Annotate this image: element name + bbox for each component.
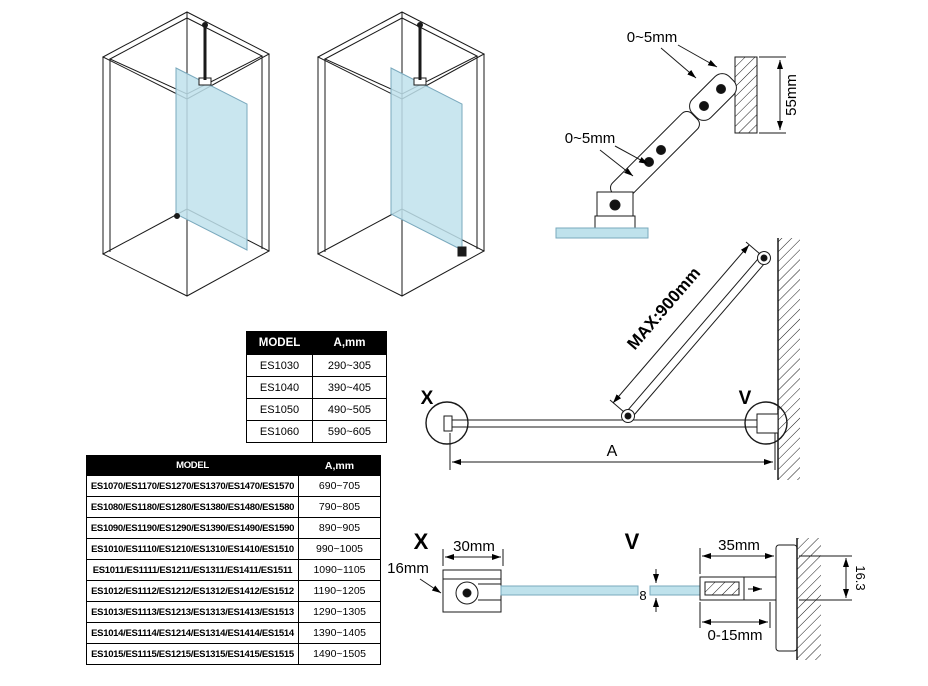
dim-8-label: 8 — [639, 588, 646, 603]
floor-shoe — [457, 246, 467, 257]
model-cell: ES1014/ES1114/ES1214/ES1314/ES1414/ES151… — [86, 622, 299, 644]
balloon-v-circle — [744, 401, 788, 445]
spec-table-small: MODEL A,mm ES1030 290~305 ES1040 390~405… — [246, 331, 387, 443]
amm-cell: 690~705 — [298, 475, 381, 497]
dim-max900-line — [612, 244, 750, 404]
table-row: ES1040 390~405 — [246, 376, 387, 399]
glass-section — [649, 585, 707, 596]
table-row: ES1010/ES1110/ES1210/ES1310/ES1410/ES151… — [86, 538, 381, 560]
balloon-x-circle — [425, 401, 469, 445]
clamp-foot — [594, 215, 636, 229]
model-cell: ES1060 — [246, 420, 313, 443]
table-header-row: MODEL A,mm — [246, 331, 387, 355]
wall-hatch — [778, 238, 800, 480]
wall-hatch — [797, 538, 821, 660]
spec-table-large: MODEL A,mm ES1070/ES1170/ES1270/ES1370/E… — [86, 455, 381, 665]
screw — [609, 199, 621, 211]
dim-55mm-label: 55mm — [783, 74, 800, 116]
amm-cell: 1490~1505 — [298, 643, 381, 665]
table-row: ES1011/ES1111/ES1211/ES1311/ES1411/ES151… — [86, 559, 381, 581]
amm-cell: 390~405 — [312, 376, 387, 399]
table-row: ES1090/ES1190/ES1290/ES1390/ES1490/ES159… — [86, 517, 381, 539]
dim-163-label: 16.3 — [853, 565, 868, 590]
model-cell: ES1090/ES1190/ES1290/ES1390/ES1490/ES159… — [86, 517, 299, 539]
amm-cell: 790~805 — [298, 496, 381, 518]
model-cell: ES1080/ES1180/ES1280/ES1380/ES1480/ES158… — [86, 496, 299, 518]
table-row: ES1015/ES1115/ES1215/ES1315/ES1415/ES151… — [86, 643, 381, 665]
amm-cell: 1290~1305 — [298, 601, 381, 623]
table-row: ES1050 490~505 — [246, 398, 387, 421]
amm-cell: 890~905 — [298, 517, 381, 539]
model-cell: ES1050 — [246, 398, 313, 421]
dim-30mm-label: 30mm — [453, 538, 495, 555]
glass-panel — [175, 67, 248, 251]
glass-section — [500, 585, 639, 596]
balloon-x-label: X — [421, 388, 434, 409]
dim-015mm-label: 0-15mm — [707, 627, 762, 644]
iso-view-right — [316, 11, 486, 297]
dim-16mm-label: 16mm — [387, 560, 429, 577]
model-cell: ES1010/ES1110/ES1210/ES1310/ES1410/ES151… — [86, 538, 299, 560]
table-row: ES1014/ES1114/ES1214/ES1314/ES1414/ES151… — [86, 622, 381, 644]
amm-cell: 590~605 — [312, 420, 387, 443]
dim-a-label: A — [607, 443, 618, 460]
model-cell: ES1013/ES1113/ES1213/ES1313/ES1413/ES151… — [86, 601, 299, 623]
table-row: ES1012/ES1112/ES1212/ES1312/ES1412/ES151… — [86, 580, 381, 602]
amm-cell: 1390~1405 — [298, 622, 381, 644]
col-header-amm: A,mm — [298, 455, 381, 476]
dim-gap-top-label: 0~5mm — [627, 29, 677, 46]
amm-cell: 990~1005 — [298, 538, 381, 560]
detail-x: X 30mm 16mm — [387, 529, 639, 613]
panel-end-profile — [443, 415, 453, 432]
table-row: ES1013/ES1113/ES1213/ES1313/ES1413/ES151… — [86, 601, 381, 623]
screw — [644, 157, 654, 167]
col-header-amm: A,mm — [312, 331, 387, 355]
iso-view-left — [101, 11, 271, 297]
screw — [656, 145, 666, 155]
col-header-model: MODEL — [246, 331, 313, 355]
wall-hatch — [734, 56, 758, 134]
screw — [716, 84, 726, 94]
glass-edge — [555, 227, 649, 239]
amm-cell: 490~505 — [312, 398, 387, 421]
screw — [699, 101, 709, 111]
model-cell: ES1015/ES1115/ES1215/ES1315/ES1415/ES151… — [86, 643, 299, 665]
table-row: ES1080/ES1180/ES1280/ES1380/ES1480/ES158… — [86, 496, 381, 518]
amm-cell: 290~305 — [312, 354, 387, 377]
dim-35mm-label: 35mm — [718, 537, 760, 554]
detail-v-title: V — [625, 529, 640, 554]
col-header-model: MODEL — [86, 455, 299, 476]
wall-outline — [734, 56, 758, 134]
model-cell: ES1070/ES1170/ES1270/ES1370/ES1470/ES157… — [86, 475, 299, 497]
rod-ceiling-anchor — [417, 22, 423, 28]
seal-hatch — [704, 581, 740, 596]
wall-channel — [775, 544, 798, 652]
table-row: ES1070/ES1170/ES1270/ES1370/ES1470/ES157… — [86, 475, 381, 497]
amm-cell: 1190~1205 — [298, 580, 381, 602]
detail-v: V 8 35mm 16.3 — [625, 529, 868, 660]
table-header-row: MODEL A,mm — [86, 455, 381, 476]
rod-ceiling-anchor — [202, 22, 208, 28]
amm-cell: 1090~1105 — [298, 559, 381, 581]
wall-bracket-detail: 55mm 0~5mm 0~5mm — [555, 29, 800, 239]
x-profile-body — [442, 569, 502, 613]
model-cell: ES1012/ES1112/ES1212/ES1312/ES1412/ES151… — [86, 580, 299, 602]
bracket-arm — [610, 111, 700, 201]
model-cell: ES1011/ES1111/ES1211/ES1311/ES1411/ES151… — [86, 559, 299, 581]
model-cell: ES1040 — [246, 376, 313, 399]
dim-gap-mid-label: 0~5mm — [565, 130, 615, 147]
table-row: ES1030 290~305 — [246, 354, 387, 377]
wall-profile — [756, 413, 779, 434]
detail-x-title: X — [414, 529, 429, 554]
model-cell: ES1030 — [246, 354, 313, 377]
top-view-diagram: MAX:900mm X V A — [421, 238, 800, 480]
pivot — [455, 581, 479, 605]
floor-anchor-dot — [174, 213, 180, 219]
table-row: ES1060 590~605 — [246, 420, 387, 443]
balloon-v-label: V — [739, 388, 752, 409]
